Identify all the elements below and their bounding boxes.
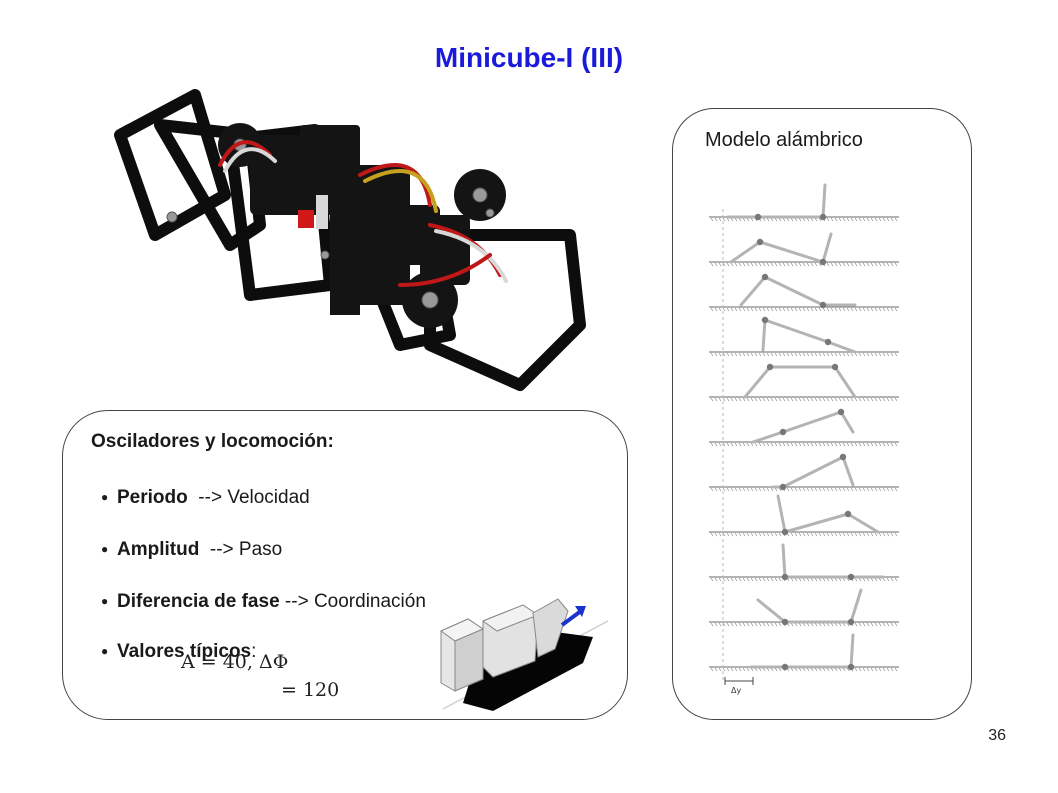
delta-y-label: Δy (731, 686, 741, 695)
bullet-desc: : (251, 641, 257, 662)
bullet-term: Amplitud (117, 539, 200, 560)
bullet-dot: ● (101, 594, 109, 608)
wireframe-frame (709, 183, 899, 222)
bullet-desc: --> Coordinación (279, 591, 426, 612)
bullet-amplitud: ● Amplitud --> Paso (101, 539, 282, 561)
bullet-dot: ● (101, 490, 109, 504)
wireframe-title: Modelo alámbrico (705, 129, 863, 151)
bullet-dot: ● (101, 542, 109, 556)
direction-arrow (560, 606, 586, 627)
bullet-term: Valores típicos (117, 641, 252, 662)
bullet-periodo: ● Periodo --> Velocidad (101, 487, 310, 509)
wireframe-diagram: Δy (709, 183, 899, 695)
wireframe-frame (709, 494, 899, 537)
wireframe-frame (709, 633, 899, 672)
page-number: 36 (988, 727, 1006, 744)
bullet-term: Diferencia de fase (117, 591, 280, 612)
bullet-diferencia-fase: ● Diferencia de fase --> Coordinación (101, 591, 426, 613)
bullet-desc: --> Paso (199, 539, 283, 560)
wireframe-frame (709, 408, 899, 447)
slide-title: Minicube-I (III) (434, 42, 624, 73)
wireframe-frame (709, 453, 899, 492)
wireframe-frame (709, 273, 899, 312)
formula-line-2: = 120 (281, 679, 340, 701)
wireframe-panel: Modelo alámbrico Δy (672, 108, 972, 720)
bullet-term: Periodo (117, 487, 188, 508)
wireframe-frame (709, 543, 899, 582)
wireframe-frame (709, 316, 899, 357)
bullet-desc: --> Velocidad (187, 487, 310, 508)
wireframe-frame (709, 363, 899, 402)
robot-photo (114, 89, 586, 391)
wireframe-frame (709, 588, 899, 627)
formula-line-1: A = 40, ΔΦ (181, 651, 289, 673)
oscillators-title: Osciladores y locomoción: (91, 431, 334, 452)
oscillators-panel: Osciladores y locomoción: ● Periodo --> V… (62, 410, 628, 720)
bullet-valores: ● Valores típicos: (101, 641, 256, 663)
bullet-dot: ● (101, 644, 109, 658)
wireframe-frame (709, 232, 899, 267)
cubes-illustration (439, 598, 609, 711)
